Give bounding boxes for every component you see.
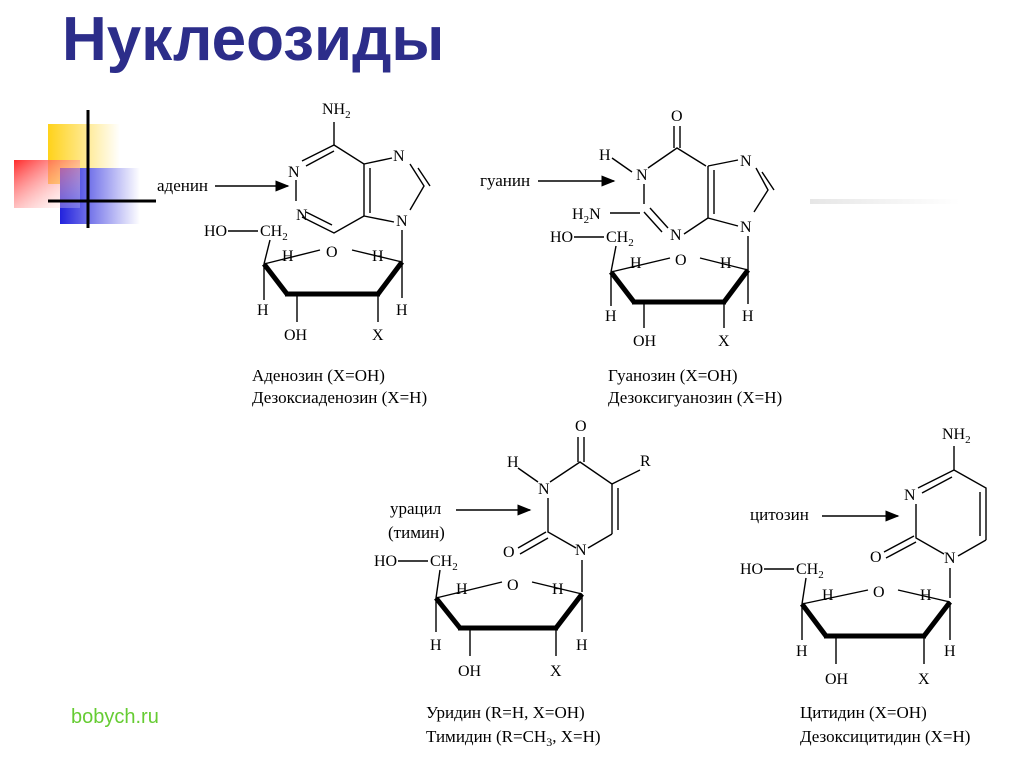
guanine-h: H (599, 147, 611, 164)
uracil-label: урацил (390, 499, 442, 518)
deoxyguanosine-caption: Дезоксигуанозин (X=H) (608, 388, 782, 407)
cytosine-nh2: NH2 (942, 426, 971, 446)
adenine-n7: N (393, 148, 405, 165)
adenosine-x: X (372, 327, 384, 344)
uridine-ch2: CH2 (430, 553, 458, 573)
guanine-h2n: H2N (572, 206, 601, 226)
cytidine-h4: H (944, 643, 956, 660)
deoxyadenosine-caption: Дезоксиаденозин (X=H) (252, 388, 427, 407)
cytidine-h3: H (796, 643, 808, 660)
adenosine-oh: OH (284, 327, 308, 344)
guanine-label: гуанин (480, 171, 530, 190)
guanosine-h1: H (630, 255, 642, 272)
thymidine-caption: Тимидин (R=CH3, X=H) (426, 727, 601, 749)
corner-decoration (14, 110, 156, 228)
uridine-h4: H (576, 637, 588, 654)
adenosine-h2: H (372, 248, 384, 265)
guanosine-structure: гуанин O H N N N N H2N HO CH2 O H (480, 108, 782, 407)
uridine-h3: H (430, 637, 442, 654)
thymine-label: (тимин) (388, 523, 445, 542)
guanine-n7: N (740, 153, 752, 170)
uracil-n1: N (575, 542, 587, 559)
cytidine-structure: цитозин NH2 N N O HO CH2 O H H H H OH (740, 426, 987, 746)
guanosine-ho: HO (550, 229, 573, 246)
uridine-h2: H (552, 581, 564, 598)
guanine-n9: N (740, 219, 752, 236)
uracil-r: R (640, 453, 651, 470)
uridine-ho: HO (374, 553, 397, 570)
uridine-ring-o: O (507, 577, 519, 594)
guanosine-h2: H (720, 255, 732, 272)
adenosine-caption: Аденозин (X=OH) (252, 366, 385, 385)
footer-site-name: bobych.ru (71, 706, 159, 728)
cytidine-caption: Цитидин (X=OH) (800, 703, 927, 722)
guanine-n3: N (670, 227, 682, 244)
uracil-n3: N (538, 481, 550, 498)
cytosine-o: O (870, 549, 882, 566)
cytidine-x: X (918, 671, 930, 688)
cytosine-n3: N (904, 487, 916, 504)
adenosine-ch2: CH2 (260, 223, 288, 243)
cytosine-label: цитозин (750, 505, 809, 524)
uracil-h: H (507, 454, 519, 471)
uridine-x: X (550, 663, 562, 680)
uridine-caption: Уридин (R=H, X=OH) (426, 703, 585, 722)
adenosine-ho: HO (204, 223, 227, 240)
cytidine-h2: H (920, 587, 932, 604)
guanosine-oh: OH (633, 333, 657, 350)
adenosine-h4: H (396, 302, 408, 319)
guanosine-ring-o: O (675, 252, 687, 269)
guanosine-caption: Гуанозин (X=OH) (608, 366, 738, 385)
cytidine-ho: HO (740, 561, 763, 578)
guanine-n1: N (636, 167, 648, 184)
adenine-n9: N (396, 213, 408, 230)
guanosine-h3: H (605, 308, 617, 325)
uridine-oh: OH (458, 663, 482, 680)
adenosine-h3: H (257, 302, 269, 319)
adenosine-structure: аденин NH2 N N N N HO CH2 O H H (157, 101, 431, 407)
deco-line-right (810, 199, 960, 204)
cytidine-h1: H (822, 587, 834, 604)
deoxycytidine-caption: Дезоксицитидин (X=H) (800, 727, 970, 746)
adenine-label: аденин (157, 176, 208, 195)
adenine-n3: N (296, 207, 308, 224)
cytidine-ch2: CH2 (796, 561, 824, 581)
cytosine-n1: N (944, 550, 956, 567)
uridine-h1: H (456, 581, 468, 598)
guanosine-x: X (718, 333, 730, 350)
adenosine-h1: H (282, 248, 294, 265)
adenine-nh2: NH2 (322, 101, 351, 121)
uracil-o-top: O (575, 418, 587, 435)
adenine-n1: N (288, 164, 300, 181)
guanine-o: O (671, 108, 683, 125)
adenosine-ring-o: O (326, 244, 338, 261)
guanosine-ch2: CH2 (606, 229, 634, 249)
cytidine-oh: OH (825, 671, 849, 688)
uracil-o-left: O (503, 544, 515, 561)
guanosine-h4: H (742, 308, 754, 325)
uridine-structure: урацил (тимин) O R H N N O HO CH2 O H H … (374, 418, 651, 749)
cytidine-ring-o: O (873, 584, 885, 601)
slide-title: Нуклеозиды (62, 5, 445, 74)
